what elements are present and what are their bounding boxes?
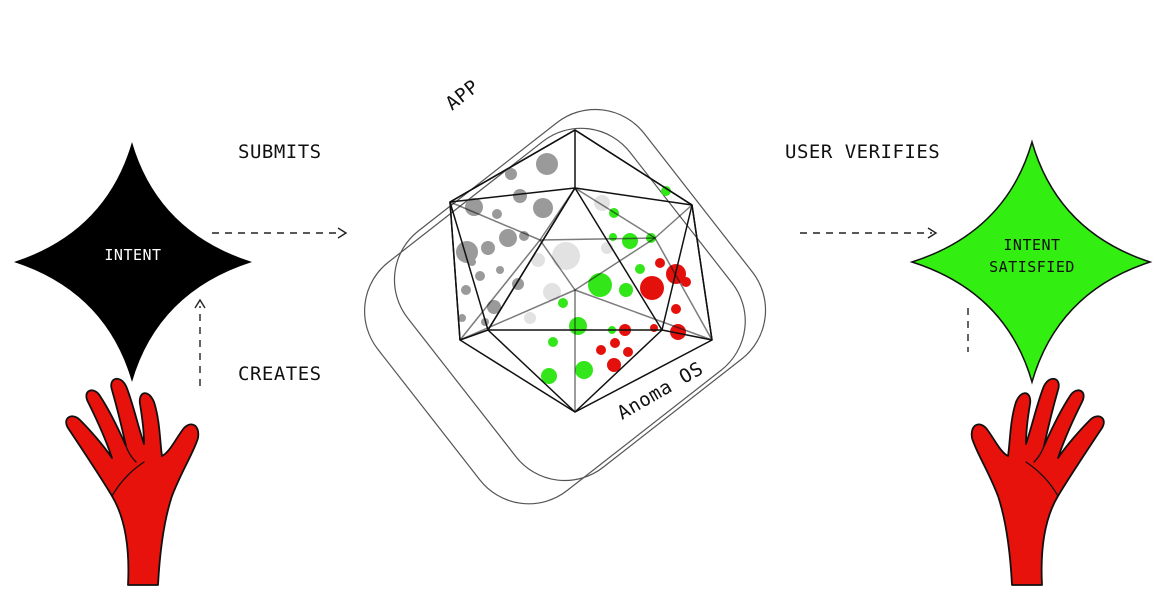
intent-star-label: INTENT <box>104 246 161 264</box>
intent-dot-grey <box>513 189 527 203</box>
intent-dot-green <box>588 273 612 297</box>
intent-dot-grey <box>536 153 558 175</box>
satisfied-star-shape <box>909 139 1153 385</box>
intent-dot-green <box>635 264 645 274</box>
submits-label: SUBMITS <box>238 141 322 163</box>
left-hand-icon <box>65 377 200 586</box>
intent-dot-light-grey <box>543 283 561 301</box>
intent-dot-red <box>681 277 691 287</box>
app-boundary <box>393 108 767 482</box>
intent-dots <box>456 153 691 384</box>
intent-dot-grey <box>458 314 466 322</box>
intent-star: INTENT <box>14 142 252 382</box>
app-label: APP <box>442 76 484 115</box>
intent-dot-grey <box>505 168 517 180</box>
submits-arrow-icon <box>212 227 348 239</box>
intent-dot-green <box>575 361 593 379</box>
intent-star-shape <box>14 142 252 382</box>
intent-dot-red <box>670 324 686 340</box>
intent-dot-grey <box>468 258 476 266</box>
intent-dot-grey <box>499 229 517 247</box>
intent-dot-green <box>661 186 671 196</box>
intent-dot-red <box>623 347 633 357</box>
intent-dot-grey <box>492 209 502 219</box>
intent-dot-light-grey <box>524 312 536 324</box>
intent-dot-grey <box>461 285 471 295</box>
intent-dot-green <box>569 317 587 335</box>
intent-dot-green <box>548 337 558 347</box>
intent-dot-red <box>640 276 664 300</box>
intent-dot-light-grey <box>531 253 545 267</box>
right-hand-icon <box>970 377 1105 586</box>
intent-dot-green <box>609 233 617 241</box>
verifies-arrow-icon <box>800 227 938 239</box>
intent-dot-red <box>671 304 681 314</box>
intent-dot-grey <box>487 300 501 314</box>
intent-dot-green <box>541 368 557 384</box>
os-boundary <box>363 127 746 505</box>
intent-dot-grey <box>481 241 495 255</box>
intent-dot-red <box>596 345 606 355</box>
intent-dot-grey <box>533 198 553 218</box>
intent-dot-green <box>622 233 638 249</box>
user-verifies-label: USER VERIFIES <box>785 141 940 163</box>
intent-dot-grey <box>475 271 485 281</box>
creates-arrow-icon <box>194 298 206 386</box>
satisfied-star: INTENT SATISFIED <box>909 139 1153 385</box>
intent-dot-red <box>610 338 620 348</box>
intent-dot-light-grey <box>552 242 580 270</box>
intent-dot-grey <box>496 266 504 274</box>
intent-dot-green <box>558 298 568 308</box>
creates-label: CREATES <box>238 363 322 385</box>
satisfied-star-line1: INTENT <box>1003 236 1060 254</box>
intent-dot-red <box>650 324 658 332</box>
satisfied-star-line2: SATISFIED <box>989 258 1075 276</box>
intent-dot-grey <box>465 198 483 216</box>
intent-dot-red <box>655 258 665 268</box>
intent-dot-grey <box>456 241 478 263</box>
intent-dot-green <box>619 283 633 297</box>
intent-dot-red <box>607 358 621 372</box>
icosahedron <box>449 129 713 413</box>
